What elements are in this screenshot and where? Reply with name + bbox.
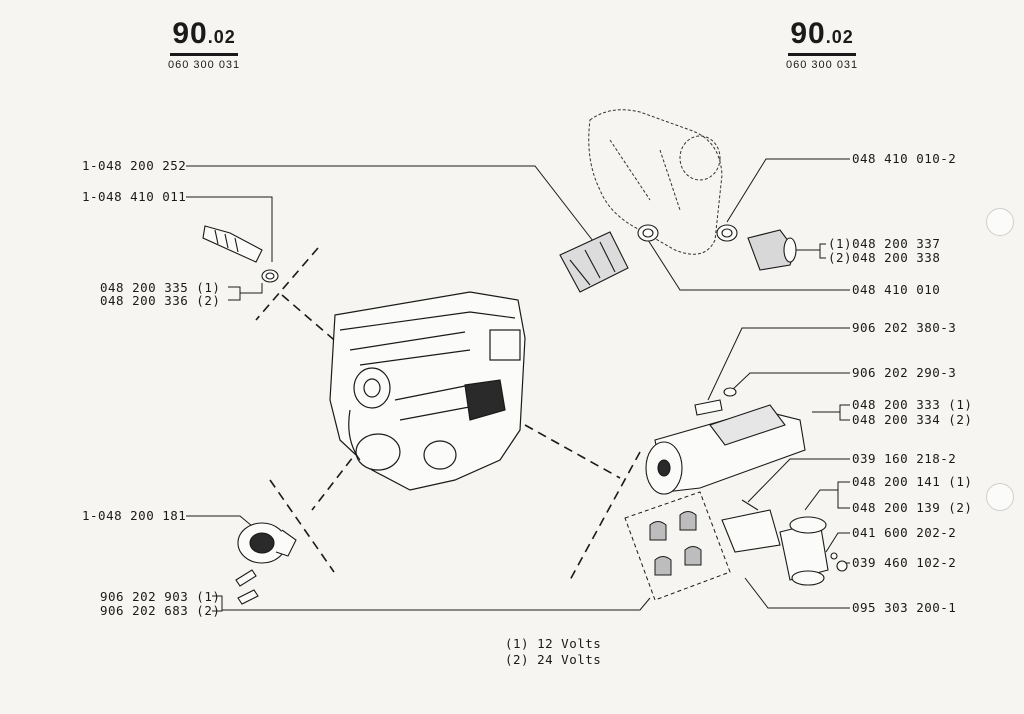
part-label: 906 202 290-3 (852, 365, 957, 380)
part-label: 906 202 903 (1) (100, 589, 221, 604)
section-number: 90 (172, 17, 208, 50)
header-left: 90.02 060 300 031 (168, 17, 241, 72)
oil-pressure-switch-drawing (202, 225, 279, 283)
part-label: 048 200 335 (1) (100, 280, 221, 295)
part-label: 095 303 200-1 (852, 600, 957, 615)
part-label: 048 410 010-2 (852, 151, 957, 166)
legend-12v: (1) 12 Volts (505, 636, 602, 651)
part-label: 048 200 334 (2) (852, 412, 973, 427)
part-label: 906 202 380-3 (852, 320, 957, 335)
part-label: 1-048 200 252 (82, 158, 187, 173)
temperature-sender-drawing (235, 522, 297, 605)
leader-lines (186, 158, 850, 612)
section-subnumber: .02 (825, 27, 854, 47)
part-label: 1-048 200 181 (82, 508, 187, 523)
brush-set-box (624, 491, 731, 601)
solenoid-drawing (721, 499, 848, 586)
section-number: 90 (790, 17, 826, 50)
starter-motor-drawing (645, 387, 806, 495)
part-label: 048 200 139 (2) (852, 500, 973, 515)
part-label: 906 202 683 (2) (100, 603, 221, 618)
punch-hole (986, 483, 1014, 511)
part-label: 039 460 102-2 (852, 555, 957, 570)
part-label: 048 200 336 (2) (100, 293, 221, 308)
legend-24v: (2) 24 Volts (505, 652, 602, 667)
part-label: 039 160 218-2 (852, 451, 957, 466)
engine-block-drawing (329, 291, 526, 491)
part-label: 041 600 202-2 (852, 525, 957, 540)
part-label: 048 200 141 (1) (852, 474, 973, 489)
part-label: 048 410 010 (852, 282, 941, 297)
document-code: 060 300 031 (168, 59, 241, 71)
starter-pinion-drawing (559, 224, 797, 293)
section-subnumber: .02 (207, 27, 236, 47)
part-label: 048 200 333 (1) (852, 397, 973, 412)
part-label: 1-048 410 011 (82, 189, 187, 204)
part-label: (2)048 200 338 (828, 250, 941, 265)
punch-hole (986, 208, 1014, 236)
voltage-legend: (1) 12 Volts (2) 24 Volts (505, 636, 601, 668)
starter-housing-outline (588, 109, 723, 255)
header-right: 90.02 060 300 031 (786, 17, 859, 72)
part-label: (1)048 200 337 (828, 236, 941, 251)
document-code: 060 300 031 (786, 59, 859, 71)
